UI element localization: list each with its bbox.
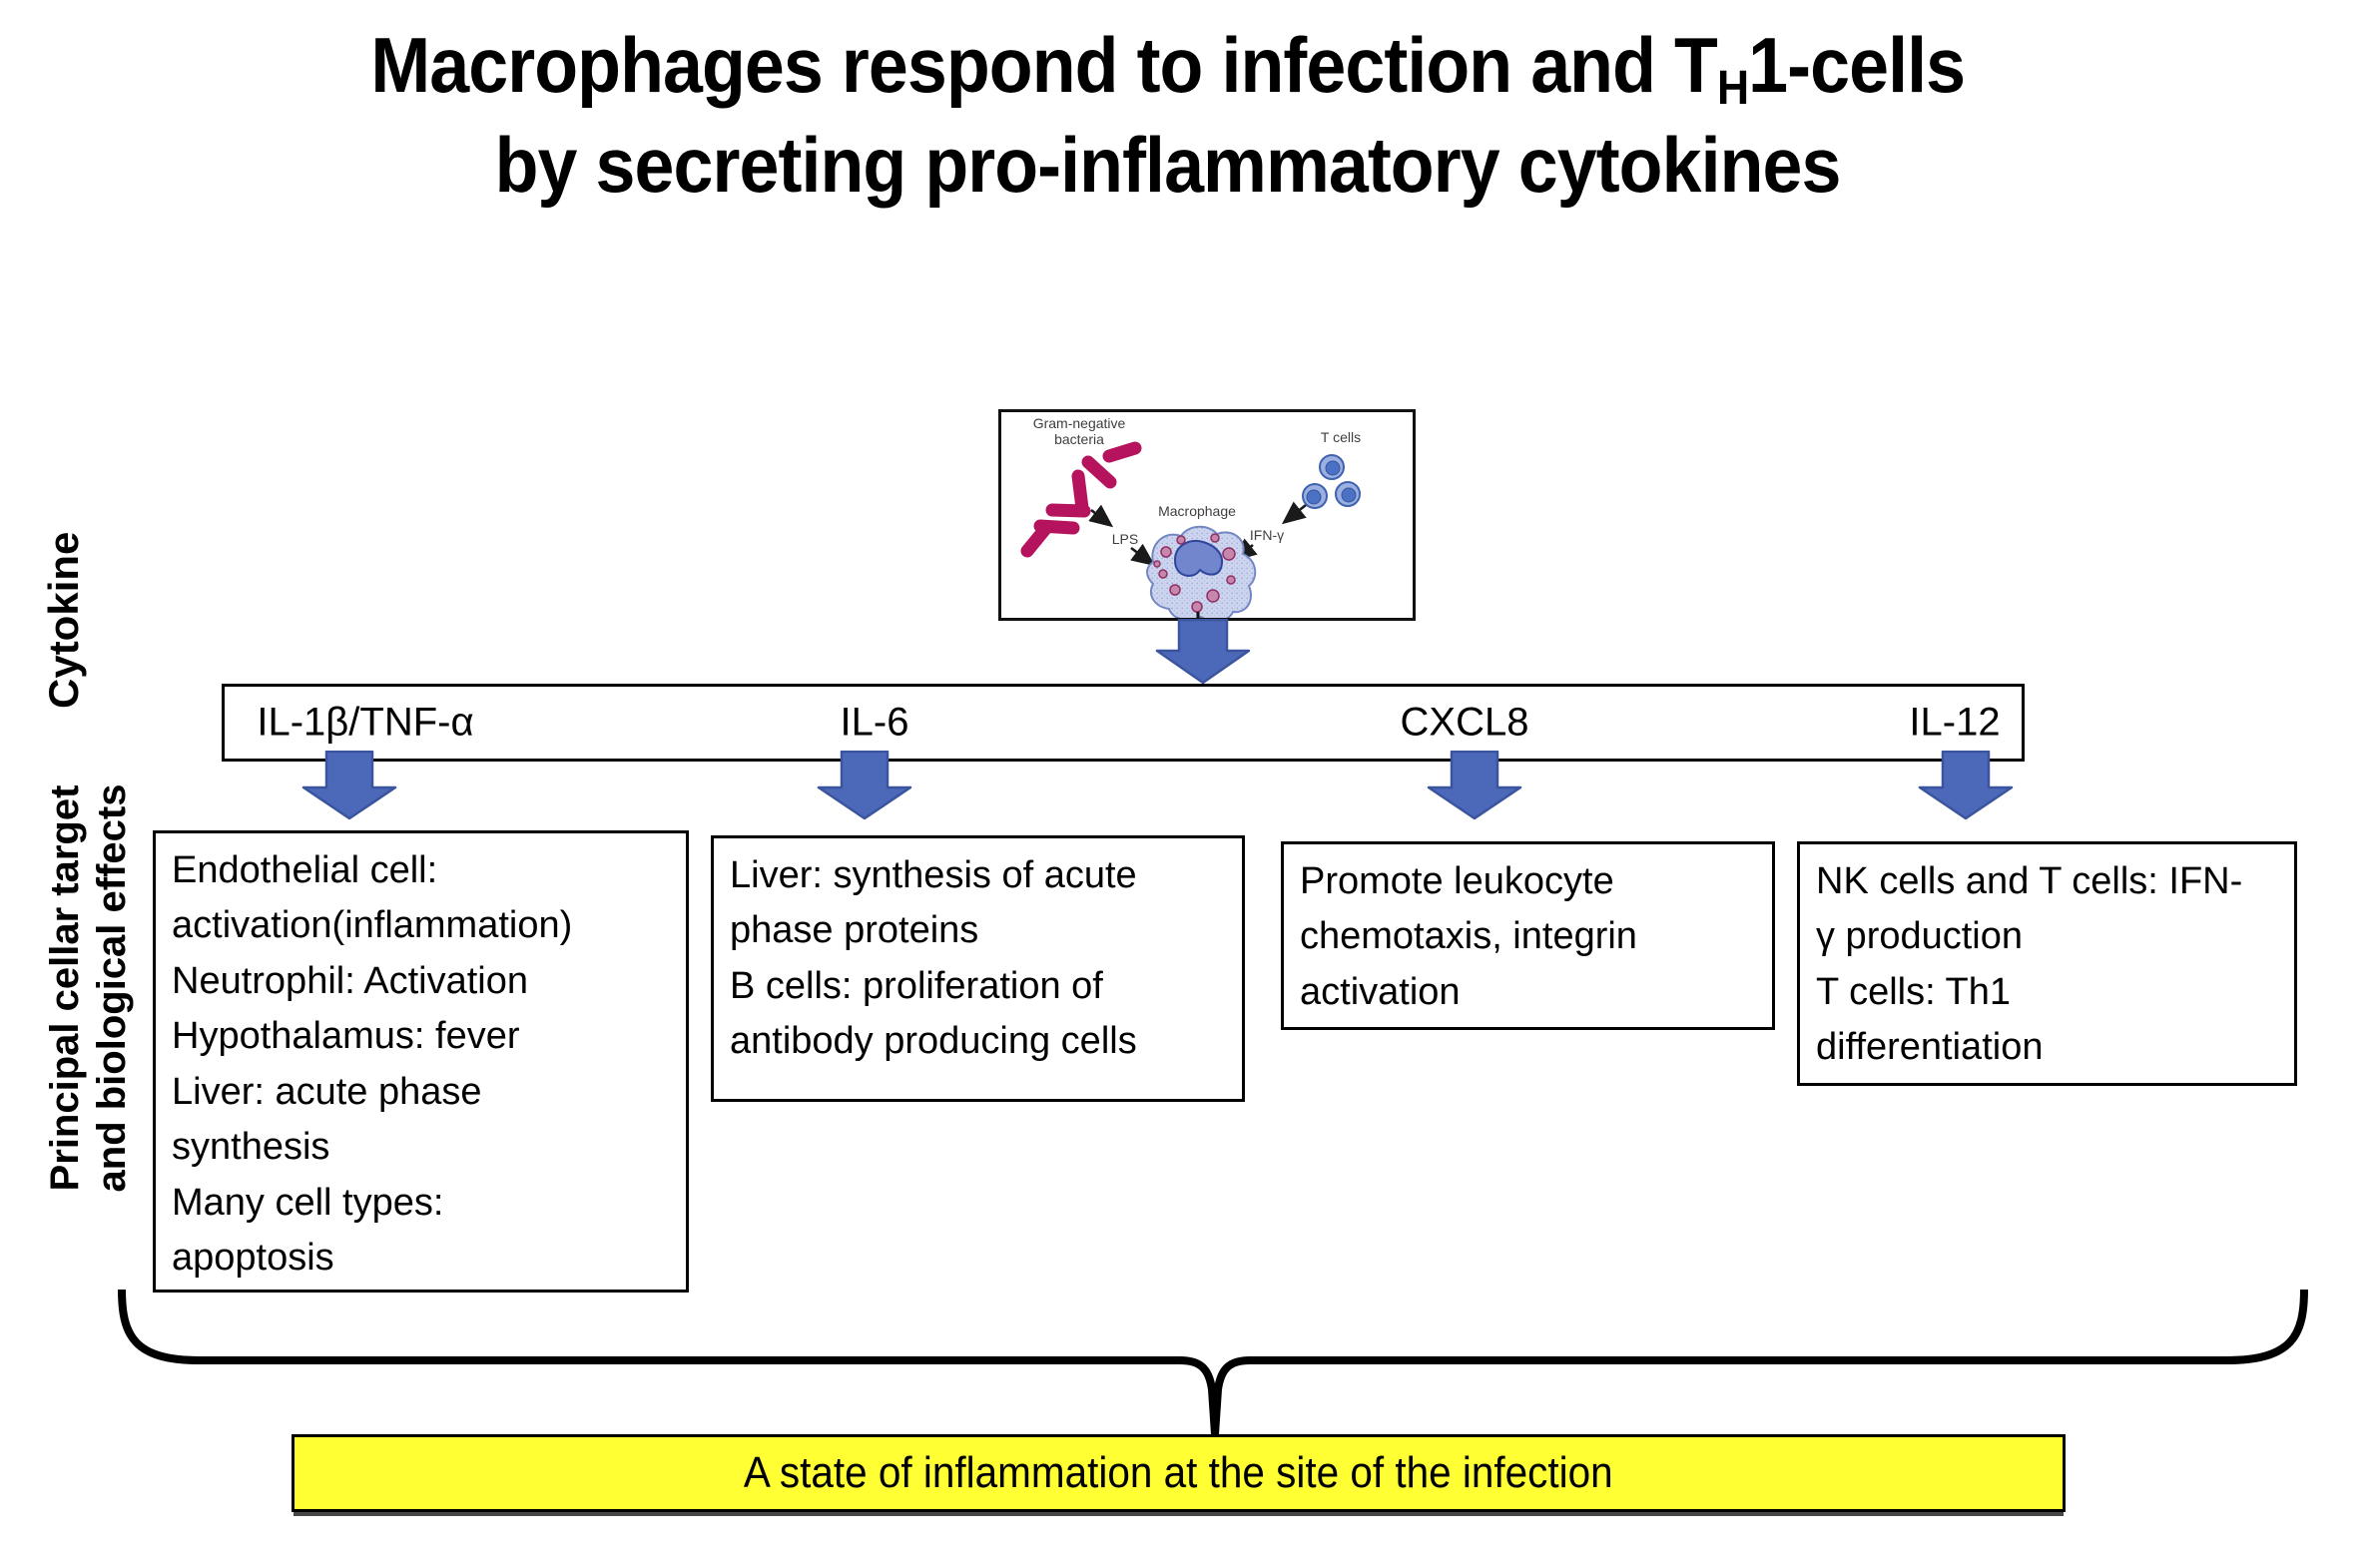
cytokine-label-il12: IL-12	[1909, 700, 2001, 745]
down-arrow-cxcl8	[1427, 751, 1522, 820]
effects-box-il1b-tnfa: Endothelial cell: activation(inflammatio…	[153, 830, 689, 1293]
cytokine-label-il1b-tnfa: IL-1β/TNF-α	[257, 700, 474, 745]
cytokine-label-cxcl8: CXCL8	[1400, 700, 1529, 745]
principal-label-line1: Principal cellar target	[43, 784, 87, 1192]
down-arrow-il6	[817, 751, 912, 820]
title-line1: Macrophages respond to infection and TH1…	[370, 21, 1967, 116]
macrophage-granules	[1153, 533, 1236, 613]
title-line2: by secreting pro-inflammatory cytokines	[495, 121, 1842, 210]
principal-label-line2: and biological effects	[90, 783, 135, 1193]
axis-label-cytokine: Cytokine	[40, 531, 87, 709]
macrophage-label: Macrophage	[1158, 503, 1236, 519]
macrophage-cell	[1146, 525, 1257, 618]
title-subscript: H	[1717, 61, 1749, 116]
down-arrow-il12	[1918, 751, 2014, 820]
down-arrow-il1b-tnfa	[301, 751, 397, 820]
macrophage-illustration: Gram-negative bacteria T cells Macrophag…	[998, 409, 1416, 621]
bacteria-label-line2: bacteria	[1054, 431, 1104, 447]
effects-box-il12: NK cells and T cells: IFN- γ production …	[1797, 841, 2297, 1086]
bacteria-label-line1: Gram-negative	[1033, 415, 1126, 431]
summary-brace	[118, 1289, 2308, 1438]
conclusion-box: A state of inflammation at the site of t…	[292, 1434, 2066, 1512]
down-arrow-main	[1155, 619, 1251, 685]
t-cells-label: T cells	[1321, 429, 1361, 445]
lps-label: LPS	[1112, 531, 1138, 547]
macrophage-illustration-svg: Gram-negative bacteria T cells Macrophag…	[1020, 415, 1361, 618]
t-cells	[1302, 454, 1361, 509]
effects-box-cxcl8: Promote leukocyte chemotaxis, integrin a…	[1281, 841, 1775, 1030]
effects-box-il6: Liver: synthesis of acute phase proteins…	[711, 835, 1245, 1102]
ifn-gamma-label: IFN-γ	[1250, 527, 1284, 543]
cytokine-bar: IL-1β/TNF-α IL-6 CXCL8 IL-12	[222, 684, 2025, 762]
cytokine-label-il6: IL-6	[840, 700, 909, 745]
gram-negative-bacteria-rods	[1020, 441, 1142, 558]
macrophage-nucleus	[1173, 540, 1223, 577]
conclusion-text: A state of inflammation at the site of t…	[744, 1448, 1613, 1497]
page-title: Macrophages respond to infection and TH1…	[0, 18, 2336, 213]
axis-label-principal-target: Principal cellar target and biological e…	[42, 734, 136, 1243]
